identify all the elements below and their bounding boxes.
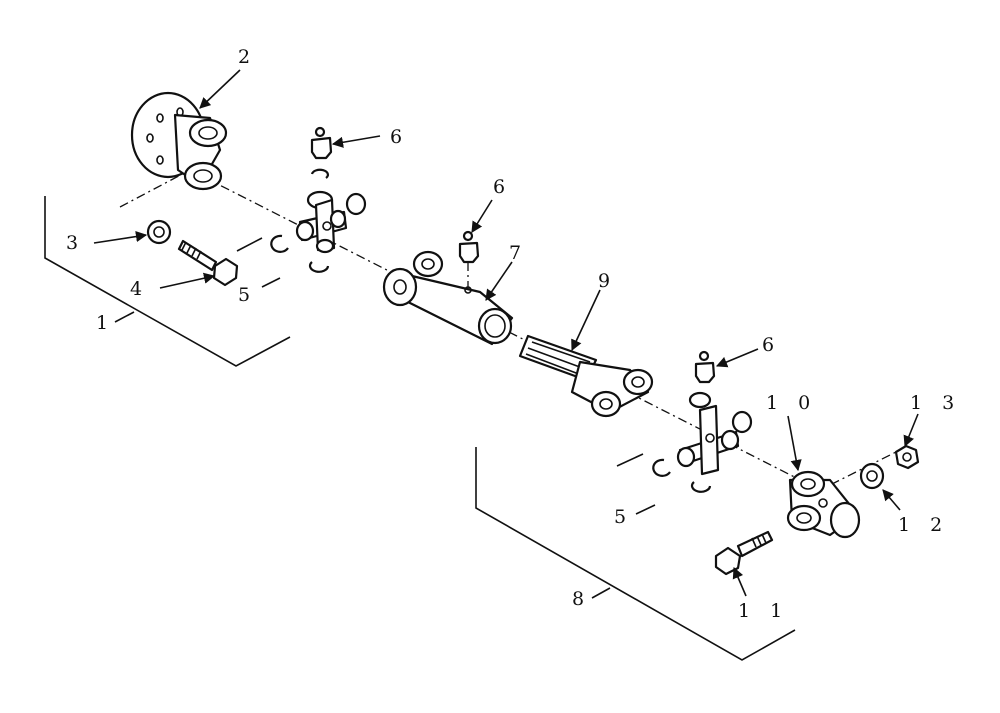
splined-shaft-yoke xyxy=(518,334,654,418)
callout-6-middle: 6 xyxy=(493,176,513,198)
washer-3 xyxy=(146,219,172,245)
callout-12: 1 2 xyxy=(898,514,950,536)
leader-7 xyxy=(485,261,513,301)
grease-fitting-upper-left xyxy=(310,126,333,160)
callout-2: 2 xyxy=(238,46,258,68)
nut-13 xyxy=(894,444,920,470)
callout-9: 9 xyxy=(598,270,618,292)
cross-kit-upper xyxy=(270,168,367,273)
leader-9 xyxy=(571,289,601,352)
slip-yoke-tube xyxy=(382,250,514,346)
leader-12 xyxy=(882,489,901,511)
callout-1: 1 xyxy=(96,312,116,334)
leader-6a xyxy=(331,135,381,148)
leader-11 xyxy=(732,566,747,597)
bolt-4 xyxy=(177,239,239,287)
callout-7: 7 xyxy=(509,242,529,264)
bracket-assembly-1 xyxy=(44,196,291,367)
callout-6-upper-left: 6 xyxy=(390,126,410,148)
cross-kit-lower xyxy=(652,391,753,493)
leader-3 xyxy=(93,230,148,244)
leader-2 xyxy=(199,69,241,109)
callout-3: 3 xyxy=(66,232,86,254)
callout-10: 1 0 xyxy=(766,392,818,414)
callout-13: 1 3 xyxy=(910,392,962,414)
washer-12 xyxy=(859,462,885,490)
leader-5a xyxy=(261,277,281,288)
leader-5b xyxy=(635,504,656,515)
callout-4: 4 xyxy=(130,278,150,300)
grease-fitting-lower xyxy=(694,350,716,384)
leader-13 xyxy=(903,413,919,448)
end-yoke xyxy=(786,470,861,539)
leader-10 xyxy=(787,415,802,472)
bracket-5-upper xyxy=(236,237,263,252)
callout-8: 8 xyxy=(572,588,592,610)
callout-5-lower: 5 xyxy=(614,506,634,528)
leader-6b xyxy=(471,199,493,233)
leader-8 xyxy=(591,587,611,599)
leader-6c xyxy=(715,348,759,368)
bracket-assembly-8 xyxy=(475,447,796,661)
bolt-11 xyxy=(714,530,774,576)
bracket-5-lower xyxy=(616,453,644,467)
leader-4 xyxy=(159,272,216,289)
leader-1 xyxy=(114,311,135,323)
flange-yoke xyxy=(130,91,228,191)
callout-11: 1 1 xyxy=(738,600,790,622)
callout-5-upper: 5 xyxy=(238,284,258,306)
grease-fitting-middle xyxy=(458,230,480,264)
callout-6-lower: 6 xyxy=(762,334,782,356)
